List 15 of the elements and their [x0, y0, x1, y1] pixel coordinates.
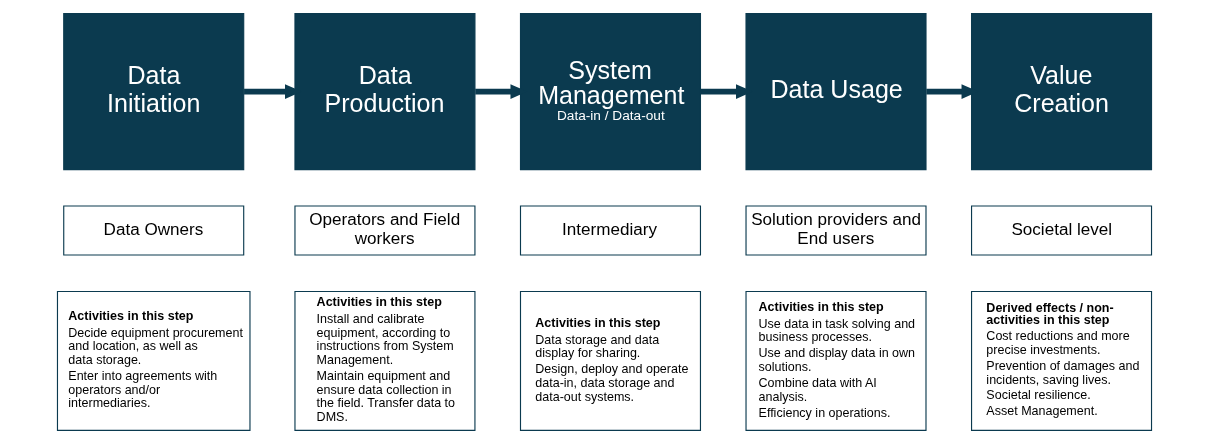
node-box: Activities in this step Decide equipment procurement and location, as well as data storage. Enter into agreements with operators and/or intermediaries.: [56, 290, 251, 431]
node-box: Operators and Field workers: [294, 205, 476, 256]
node-box: Intermediary: [519, 205, 702, 256]
node-box: Societal level: [970, 205, 1153, 256]
node-box: Data Owners: [63, 205, 245, 256]
node-box: Data Production: [294, 12, 476, 170]
node-box: System Management Data-in / Data-out: [519, 12, 702, 170]
node-box: Activities in this step Data storage and data display for sharing. Design, deploy and operate data-in, data storage and data-out systems.: [519, 290, 702, 431]
node-box: Derived effects / non-activities in this step Cost reductions and more precise investments. Prevention of damages and incidents, saving lives. Societal resilience. Asset Management.: [970, 290, 1153, 431]
node-box: Solution providers and End users: [745, 205, 927, 256]
node-box: Data Initiation: [63, 12, 245, 170]
node-box: Activities in this step Install and calibrate equipment, according to instructions from System Management. Maintain equipment and ensure data collection in the field. Transfer data to DMS.: [294, 290, 476, 431]
node-box: Value Creation: [970, 12, 1153, 170]
node-box: Data Usage: [745, 12, 927, 170]
node-box: Activities in this step Use data in task solving and business processes. Use and display data in own solutions. Combine data with AI analysis. Efficiency in operations.: [745, 290, 927, 431]
